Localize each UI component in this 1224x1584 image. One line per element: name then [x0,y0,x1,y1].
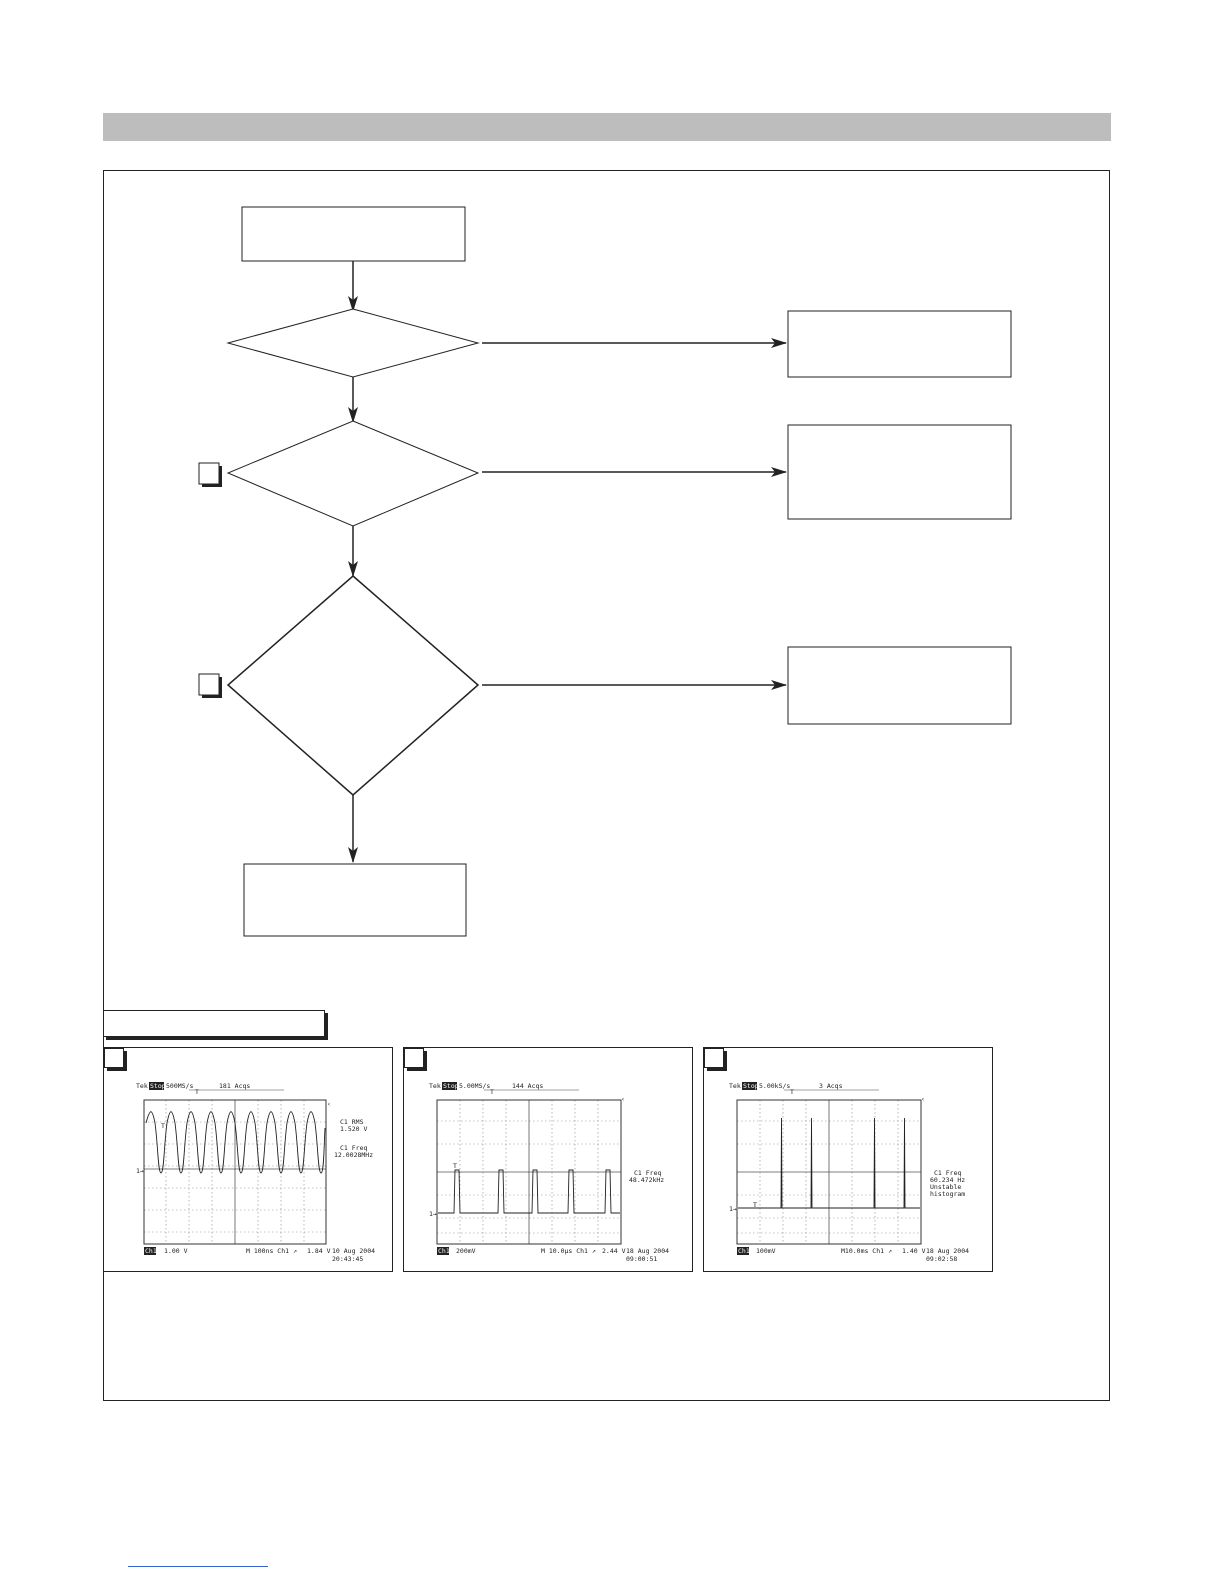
scope-acqs: 3 Acqs [819,1082,843,1090]
svg-text:‹: ‹ [327,1100,331,1108]
scope-trigger-level: 1.84 V [307,1247,331,1255]
scope-date: 18 Aug 2004 [626,1247,669,1255]
scope-channel: Ch1 [438,1247,450,1255]
footer-link-underline[interactable] [128,1566,268,1567]
scope-trigger-level: 1.40 V [902,1247,926,1255]
scope-volts-div: 100mV [756,1247,776,1255]
scope-acqs: 144 Acqs [512,1082,543,1090]
waveform-panel-1: 1→ T T ‹ Tek Stop 500MS/s 181 Acqs C1 RM… [103,1047,393,1272]
oscilloscope-screen-3: 1→ T T ‹ Tek Stop 5.00kS/s 3 Acqs C1 Fre… [729,1082,969,1263]
scope-acqs: 181 Acqs [219,1082,250,1090]
result-box-2 [787,424,1012,520]
section-header-bar [103,113,1111,141]
end-box [243,863,467,937]
waveform-panel-3: 1→ T T ‹ Tek Stop 5.00kS/s 3 Acqs C1 Fre… [703,1047,993,1272]
scope-label-stop: Stop [743,1082,759,1090]
svg-text:1→: 1→ [136,1167,144,1175]
scope-date: 10 Aug 2004 [332,1247,375,1255]
diagram-frame [103,170,1110,1401]
result-box-3 [787,646,1012,725]
scope-readout: C1 Freq [634,1169,661,1177]
scope-volts-div: 200mV [456,1247,476,1255]
decision-1 [226,308,480,378]
scope-trigger-level: 2.44 V [602,1247,626,1255]
start-box [241,206,466,262]
svg-text:‹: ‹ [621,1095,625,1103]
scope-label-stop: Stop [443,1082,459,1090]
scope-label-tek: Tek [729,1082,741,1090]
scope-label-tek: Tek [429,1082,441,1090]
svg-text:T: T [161,1122,165,1130]
decision-3 [226,575,480,796]
svg-text:1→: 1→ [429,1210,437,1218]
scope-date: 18 Aug 2004 [926,1247,969,1255]
scope-time: 09:02:58 [926,1255,957,1263]
waveform-panel-2: 1→ T T ‹ Tek Stop 5.00MS/s 144 Acqs C1 F… [403,1047,693,1272]
scope-readout: 1.520 V [340,1125,367,1133]
marker-box-1 [198,462,220,485]
panel-marker-2 [404,1048,424,1068]
scope-readout: C1 Freq [340,1144,367,1152]
svg-text:1→: 1→ [729,1205,737,1213]
scope-grid [144,1099,326,1244]
marker-box-2 [198,673,220,696]
panel-marker-1 [104,1048,124,1068]
scope-readout: 48.472kHz [629,1176,664,1184]
scope-channel: Ch1 [738,1247,750,1255]
panel-marker-3 [704,1048,724,1068]
svg-text:T: T [453,1162,457,1170]
svg-text:T: T [490,1088,494,1096]
scope-time: 09:00:51 [626,1255,657,1263]
oscilloscope-screen-2: 1→ T T ‹ Tek Stop 5.00MS/s 144 Acqs C1 F… [429,1082,669,1263]
scope-readout: 12.0028MHz [334,1151,373,1159]
scope-readout: C1 Freq [934,1169,961,1177]
scope-timebase: M10.0ms Ch1 ↗ [841,1247,892,1255]
decision-2 [226,420,480,527]
svg-text:‹: ‹ [921,1095,925,1103]
waveform-trace [438,1169,620,1214]
scope-label-tek: Tek [136,1082,148,1090]
scope-readout: Unstable [930,1183,961,1191]
oscilloscope-screen-1: 1→ T T ‹ Tek Stop 500MS/s 181 Acqs C1 RM… [136,1082,375,1263]
scope-channel: Ch1 [145,1247,157,1255]
scope-readout: 60.234 Hz [930,1176,965,1184]
svg-text:T: T [195,1088,199,1096]
result-box-1 [787,310,1012,378]
scope-sample-rate: 500MS/s [166,1082,193,1090]
scope-time: 20:43:45 [332,1255,363,1263]
scope-timebase: M 100ns Ch1 ↗ [246,1247,297,1255]
scope-readout: histogram [930,1190,965,1198]
scope-label-stop: Stop [150,1082,166,1090]
waveform-trace [145,1111,326,1174]
scope-volts-div: 1.00 V [164,1247,188,1255]
scope-readout: C1 RMS [340,1118,364,1126]
scope-timebase: M 10.0μs Ch1 ↗ [541,1247,596,1255]
svg-text:T: T [753,1201,757,1209]
svg-text:T: T [790,1088,794,1096]
scope-sample-rate: 5.00MS/s [459,1082,490,1090]
waveform-trace [738,1117,920,1209]
scope-sample-rate: 5.00kS/s [759,1082,790,1090]
waveform-label-bar [103,1010,325,1037]
